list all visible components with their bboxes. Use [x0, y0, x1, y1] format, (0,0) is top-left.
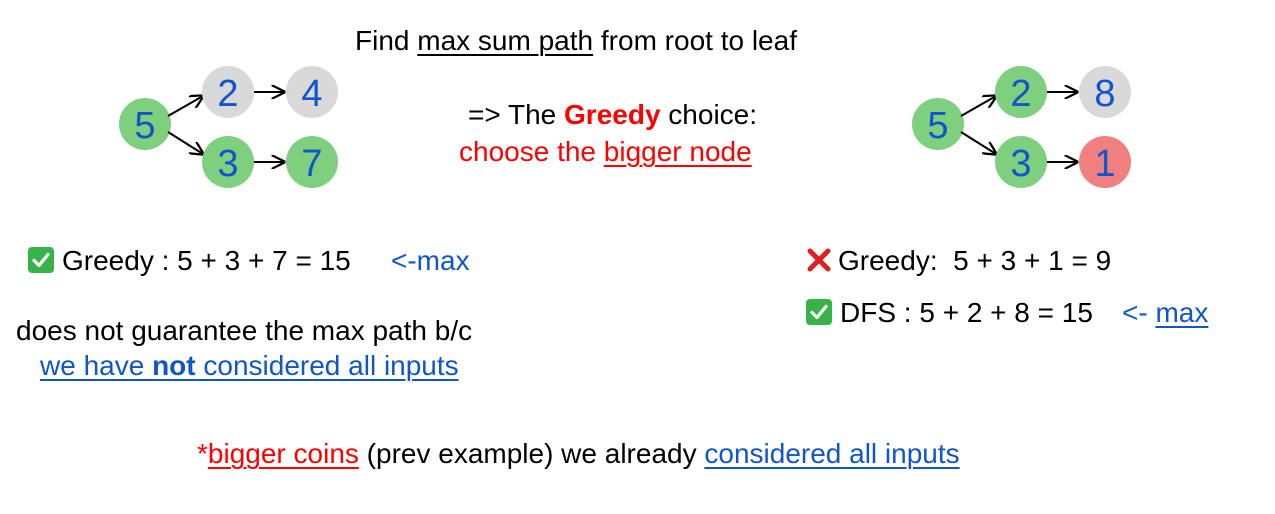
left-top-leaf-node — [286, 66, 338, 118]
left-note-line1: does not guarantee the max path b/c — [16, 315, 473, 346]
left-root-node — [119, 98, 171, 150]
greedy-choice-line1: => The Greedy choice: — [468, 98, 757, 132]
right-tree: 5 2 8 3 1 — [912, 66, 1131, 188]
footer-note: *bigger coins (prev example) we already … — [197, 437, 960, 471]
right-bottom-leaf-label: 1 — [1094, 143, 1115, 185]
right-root-node — [912, 98, 964, 150]
left-greedy-text: Greedy : 5 + 3 + 7 = 15 — [62, 245, 351, 276]
left-bottom-mid-label: 3 — [217, 143, 238, 185]
right-edge-root-bottom — [960, 131, 996, 154]
footer-considered: considered all inputs — [704, 438, 960, 469]
check-mark-icon — [28, 247, 54, 273]
page-title: Find max sum path from root to leaf — [355, 24, 797, 58]
left-top-leaf-label: 4 — [301, 73, 322, 115]
greedy-choice-line2: choose the bigger node — [459, 135, 752, 169]
greedy-choice-line2-underlined: bigger node — [603, 136, 752, 167]
left-top-mid-label: 2 — [217, 73, 238, 115]
right-greedy-text: Greedy: 5 + 3 + 1 = 9 — [838, 245, 1112, 276]
footer-middle: (prev example) we already — [358, 438, 705, 469]
left-root-label: 5 — [134, 105, 155, 147]
right-dfs-result: DFS : 5 + 2 + 8 = 15 — [806, 296, 1093, 330]
greedy-choice-bold: Greedy — [564, 99, 661, 130]
title-post: from root to leaf — [593, 25, 797, 56]
right-edge-root-top — [960, 96, 996, 117]
right-bottom-mid-label: 3 — [1010, 143, 1031, 185]
right-bottom-mid-node — [995, 136, 1047, 188]
left-edge-root-bottom — [167, 131, 203, 154]
cross-mark-icon — [807, 248, 831, 272]
left-note-line2-bold: not — [152, 350, 196, 381]
right-dfs-text: DFS : 5 + 2 + 8 = 15 — [840, 297, 1093, 328]
right-top-leaf-node — [1079, 66, 1131, 118]
greedy-choice-pre: => The — [468, 99, 565, 130]
right-top-leaf-label: 8 — [1094, 73, 1115, 115]
right-bottom-leaf-node — [1079, 136, 1131, 188]
right-max-underlined: max — [1155, 297, 1209, 328]
left-bottom-leaf-node — [286, 136, 338, 188]
check-mark-icon — [806, 299, 832, 325]
left-tree: 5 2 4 3 7 — [119, 66, 338, 188]
title-underlined: max sum path — [417, 25, 594, 56]
left-top-mid-node — [202, 66, 254, 118]
left-note-line2-pre: we have — [40, 350, 153, 381]
left-bottom-mid-node — [202, 136, 254, 188]
left-bottom-leaf-label: 7 — [301, 143, 322, 185]
greedy-choice-line2-pre: choose the — [459, 136, 604, 167]
left-edge-root-top — [167, 96, 203, 117]
right-greedy-result: Greedy: 5 + 3 + 1 = 9 — [806, 244, 1111, 278]
left-greedy-result: Greedy : 5 + 3 + 7 = 15 — [28, 244, 351, 278]
left-note-line2: we have not considered all inputs — [40, 349, 459, 383]
right-top-mid-node — [995, 66, 1047, 118]
footer-bigger-coins: bigger coins — [207, 438, 359, 469]
right-top-mid-label: 2 — [1010, 73, 1031, 115]
title-pre: Find — [355, 25, 418, 56]
footer-star: * — [197, 438, 208, 469]
left-max-label: <-max — [391, 245, 470, 276]
right-max-prefix: <- — [1122, 297, 1156, 328]
greedy-choice-post: choice: — [660, 99, 758, 130]
right-root-label: 5 — [927, 105, 948, 147]
left-note-line2-post: considered all inputs — [195, 350, 459, 381]
right-max-label: <- max — [1122, 296, 1208, 330]
